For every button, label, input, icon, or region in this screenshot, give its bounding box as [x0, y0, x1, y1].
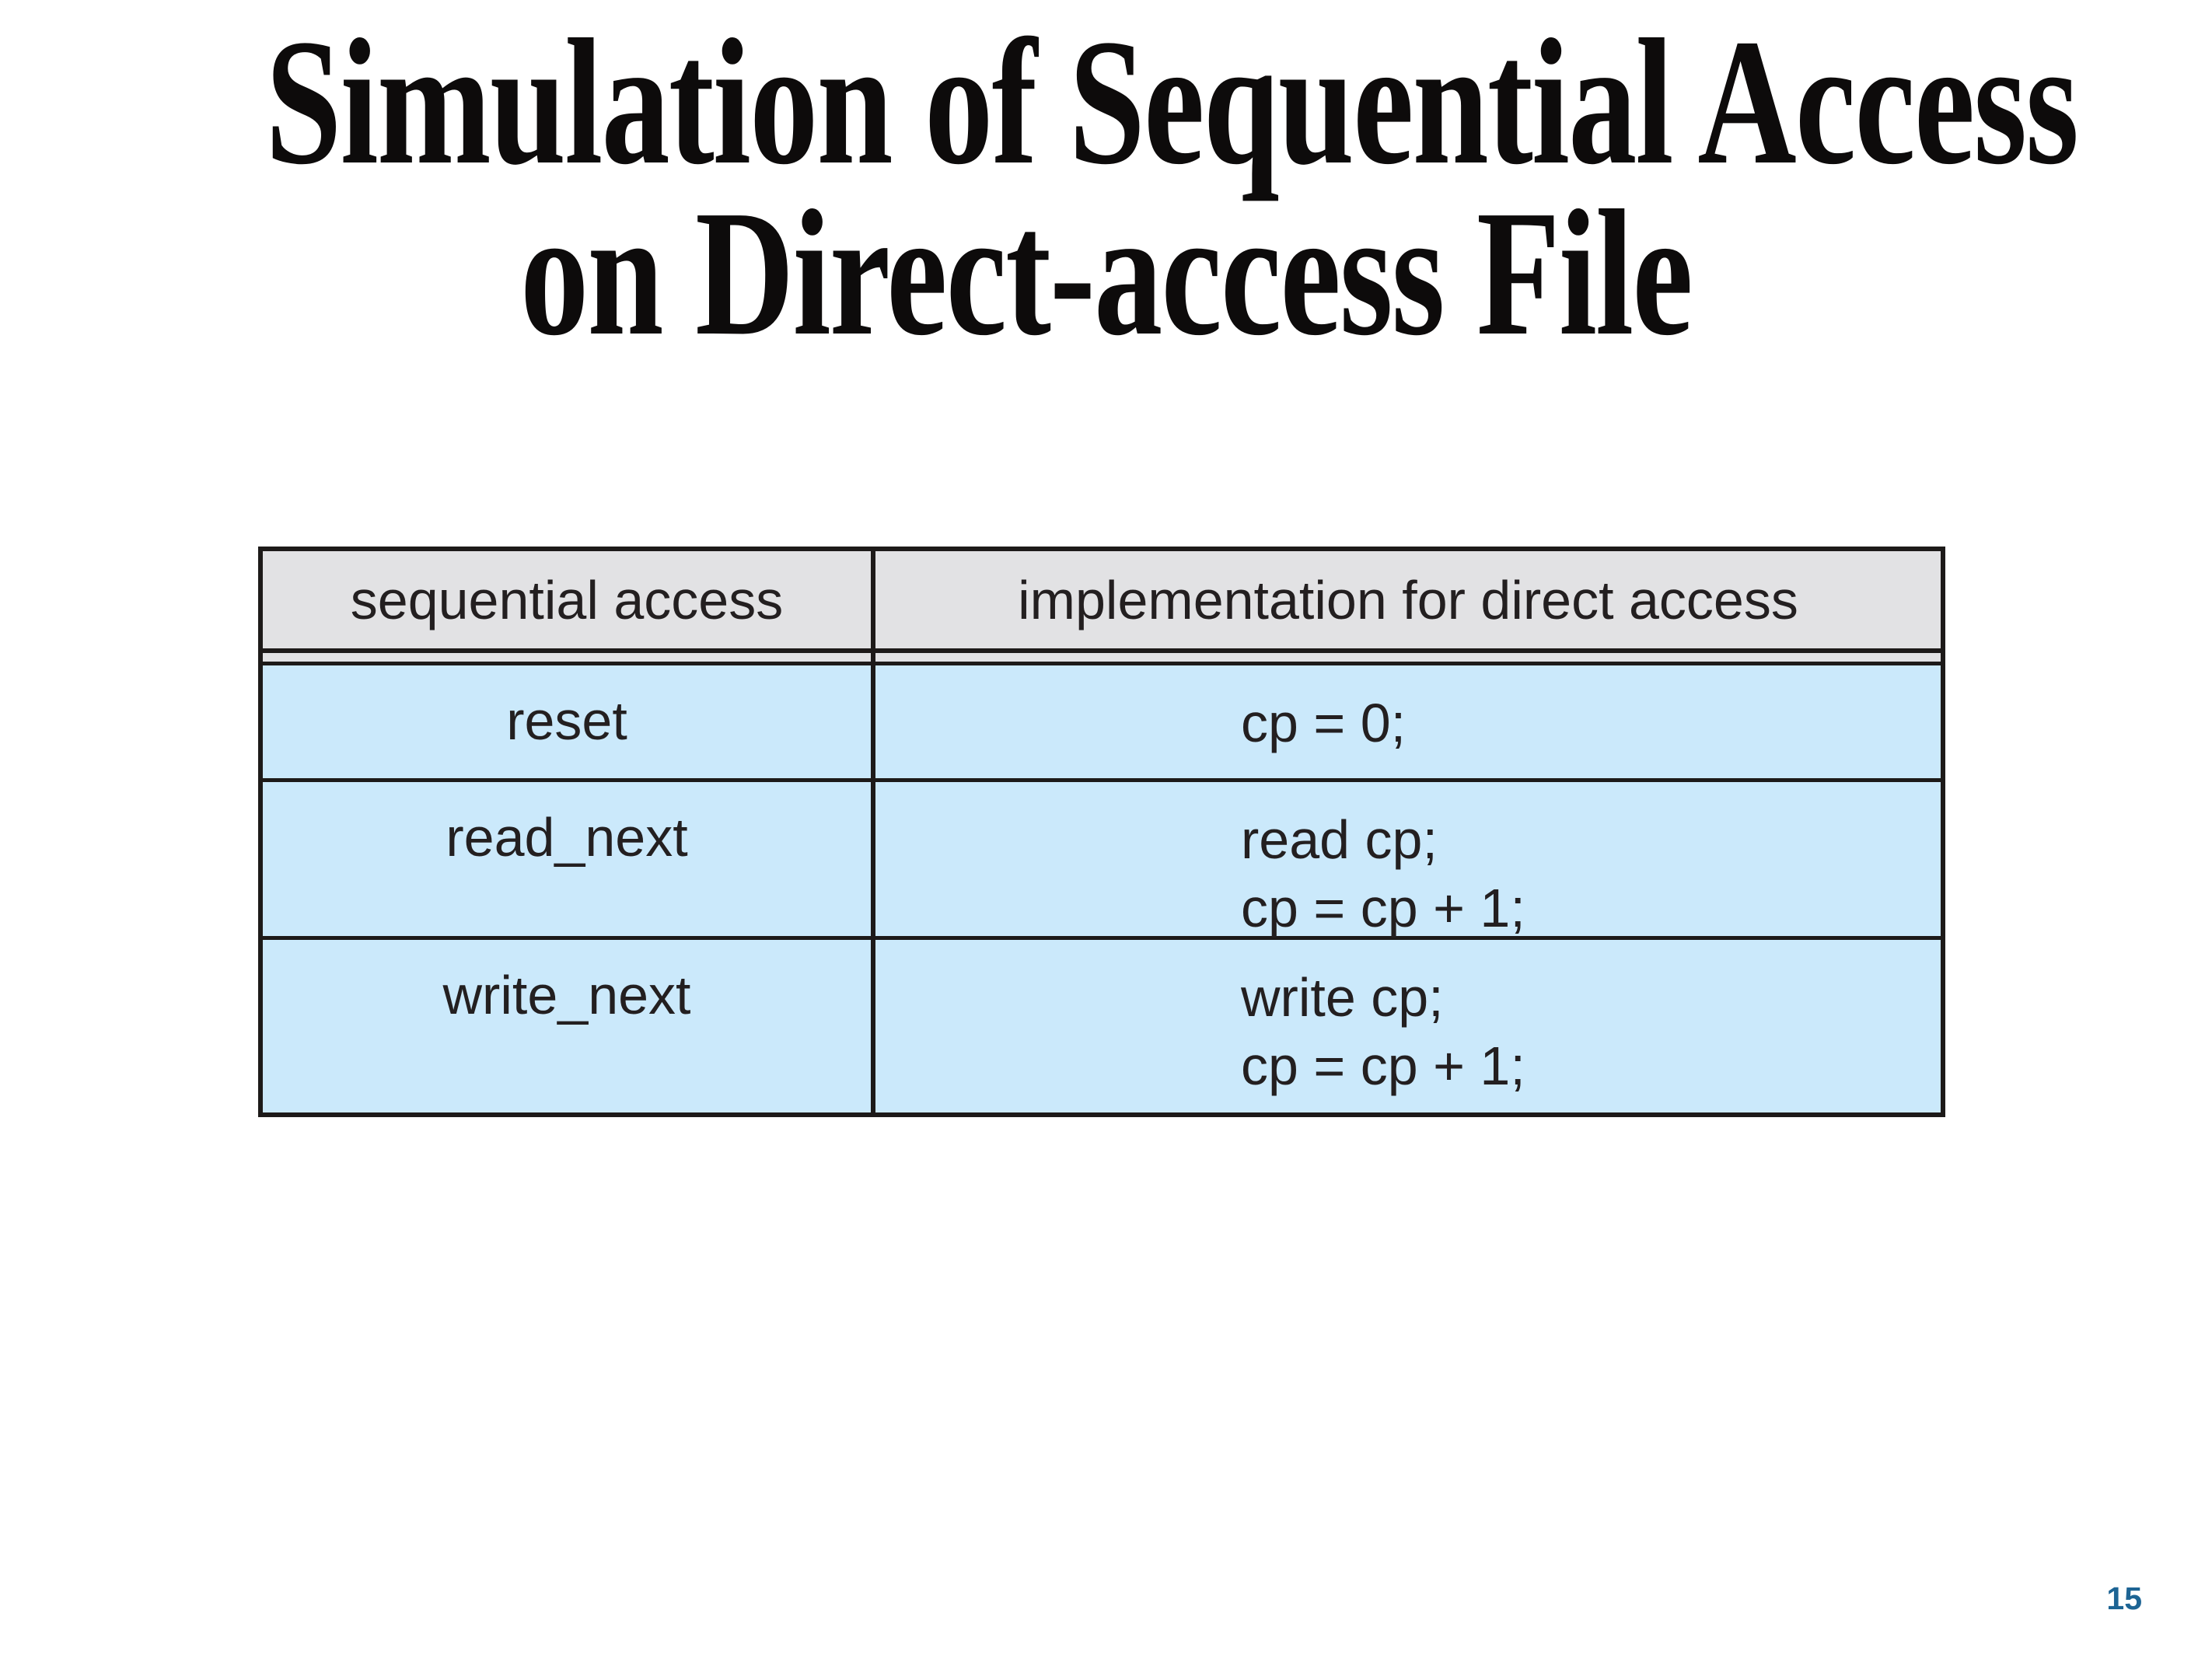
table-cell-operation-write-next: write_next	[263, 940, 875, 1112]
code-line: cp = cp + 1;	[1241, 878, 1525, 938]
sequential-access-table: sequential access implementation for dir…	[258, 547, 1945, 1117]
table-header-sequential-access: sequential access	[263, 551, 875, 653]
slide-title-line1: Simulation of Sequential Access	[265, 2, 2079, 202]
table-cell-implementation-write-next: write cp; cp = cp + 1;	[875, 940, 1941, 1112]
code-line: cp = cp + 1;	[1241, 1036, 1525, 1096]
code-line: write cp;	[1241, 967, 1444, 1028]
header-double-rule-left	[263, 653, 875, 665]
code-line: read cp;	[1241, 809, 1438, 870]
table-cell-operation-reset: reset	[263, 665, 875, 782]
page-number: 15	[2106, 1580, 2142, 1616]
table-header-label: sequential access	[350, 569, 784, 630]
slide-title: Simulation of Sequential Access on Direc…	[265, 2, 2079, 374]
code-line: cp = 0;	[1241, 693, 1407, 753]
operation-label: read_next	[446, 807, 688, 868]
operation-label: reset	[506, 690, 627, 751]
operation-label: write_next	[442, 965, 691, 1025]
table-cell-implementation-read-next: read cp; cp = cp + 1;	[875, 782, 1941, 940]
table-header-label: implementation for direct access	[1018, 569, 1798, 630]
table-cell-operation-read-next: read_next	[263, 782, 875, 940]
slide-title-line2: on Direct-access File	[520, 173, 1693, 374]
table-cell-implementation-reset: cp = 0;	[875, 665, 1941, 782]
table-header-implementation: implementation for direct access	[875, 551, 1941, 653]
header-double-rule-right	[875, 653, 1941, 665]
